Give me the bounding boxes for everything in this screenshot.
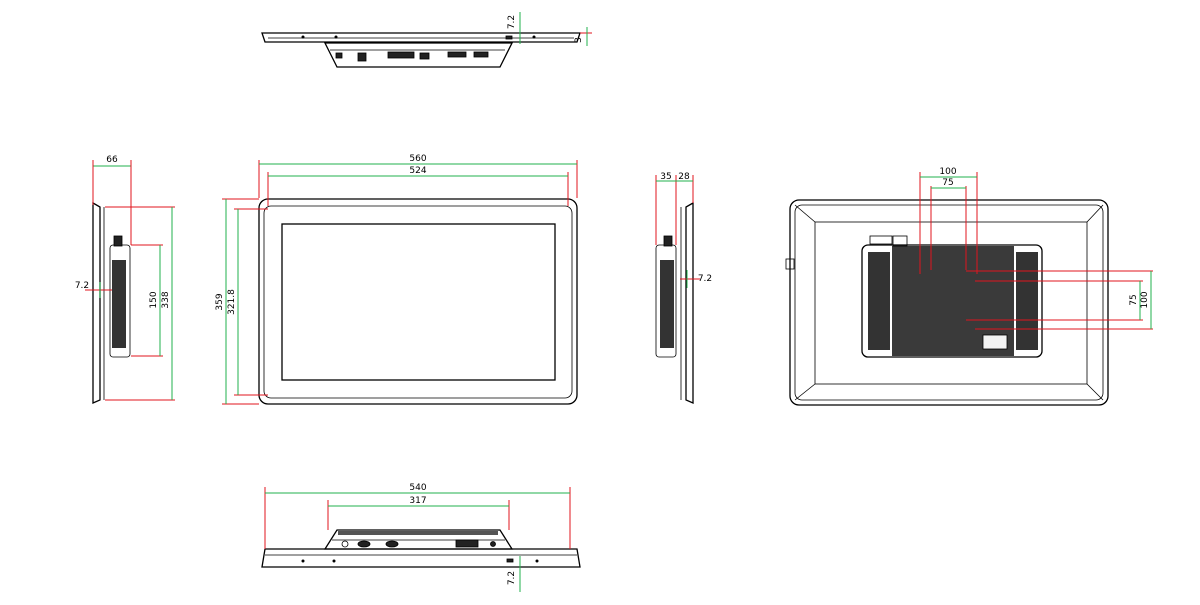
front-bezel-outer [258, 198, 578, 405]
bottom-port-2 [357, 540, 371, 548]
top-label-3: 3 [574, 37, 584, 43]
back-label-v-100: 100 [1140, 291, 1150, 308]
back-antenna-left [869, 235, 893, 245]
bottom-box-fins [338, 531, 498, 535]
left-side-view: 66 150 338 7.2 [75, 155, 175, 404]
front-label-321-8: 321.8 [227, 289, 237, 315]
front-screen [281, 223, 556, 381]
bottom-port-5 [490, 541, 496, 547]
top-view-box [323, 42, 514, 68]
left-label-150: 150 [149, 291, 159, 308]
front-view: 560 524 359 321.8 [215, 154, 578, 405]
back-bevel-1 [794, 204, 816, 223]
top-port-3 [387, 51, 415, 59]
bottom-screw-2 [332, 559, 336, 563]
top-port-1 [335, 52, 343, 59]
right-side-fins [660, 260, 674, 348]
left-side-fins [112, 260, 126, 348]
back-bevel-4 [1086, 383, 1104, 401]
left-label-66: 66 [106, 155, 118, 165]
top-slot [505, 35, 513, 40]
bottom-view: 540 317 7.2 [261, 483, 581, 592]
top-screw-2 [334, 35, 338, 39]
bottom-label-317: 317 [409, 496, 426, 506]
back-fins-right [1016, 252, 1038, 350]
back-outer [789, 199, 1109, 406]
bottom-port-1 [341, 540, 349, 548]
left-side-frame [92, 201, 101, 404]
right-label-35: 35 [660, 172, 671, 182]
back-inner-rim [794, 204, 1104, 401]
bottom-frame [261, 548, 581, 568]
back-view: 100 75 75 100 [785, 167, 1153, 406]
right-side-frame [685, 201, 694, 404]
bottom-label-540: 540 [409, 483, 426, 493]
back-label-h-75: 75 [942, 178, 953, 188]
bottom-screw-1 [301, 559, 305, 563]
right-label-28: 28 [678, 172, 690, 182]
back-bevel-2 [1086, 204, 1104, 223]
top-port-4 [419, 52, 430, 60]
bottom-label-7-2: 7.2 [507, 571, 517, 585]
front-label-560: 560 [409, 154, 426, 164]
back-label-h-100: 100 [939, 167, 956, 177]
top-label-7-2: 7.2 [507, 15, 517, 29]
left-label-338: 338 [161, 291, 171, 308]
top-screw-3 [532, 35, 536, 39]
right-label-7-2: 7.2 [698, 274, 712, 284]
front-bezel-inner [263, 205, 573, 399]
top-port-5 [447, 51, 467, 58]
back-box [861, 244, 1043, 358]
bottom-port-4 [455, 539, 479, 548]
top-view: 7.2 3 [261, 12, 592, 68]
top-port-2 [357, 52, 367, 62]
left-side-antenna [113, 235, 123, 247]
front-label-524: 524 [409, 166, 426, 176]
top-view-frame [261, 32, 581, 43]
bottom-slot [506, 558, 514, 563]
back-antenna-right [892, 235, 908, 247]
back-label-plate [982, 334, 1008, 350]
back-side-button [785, 258, 795, 270]
back-label-v-75: 75 [1129, 294, 1139, 305]
back-fins-left [868, 252, 890, 350]
front-label-359: 359 [215, 293, 225, 310]
top-screw-1 [301, 35, 305, 39]
bottom-screw-3 [535, 559, 539, 563]
back-bevel-3 [794, 383, 816, 401]
left-label-7-2: 7.2 [75, 281, 89, 291]
back-panel [814, 221, 1088, 385]
right-side-view: 35 28 7.2 [655, 172, 712, 404]
bottom-port-3 [385, 540, 399, 548]
top-port-6 [473, 51, 489, 58]
bottom-box [323, 529, 514, 550]
right-side-antenna [663, 235, 673, 247]
